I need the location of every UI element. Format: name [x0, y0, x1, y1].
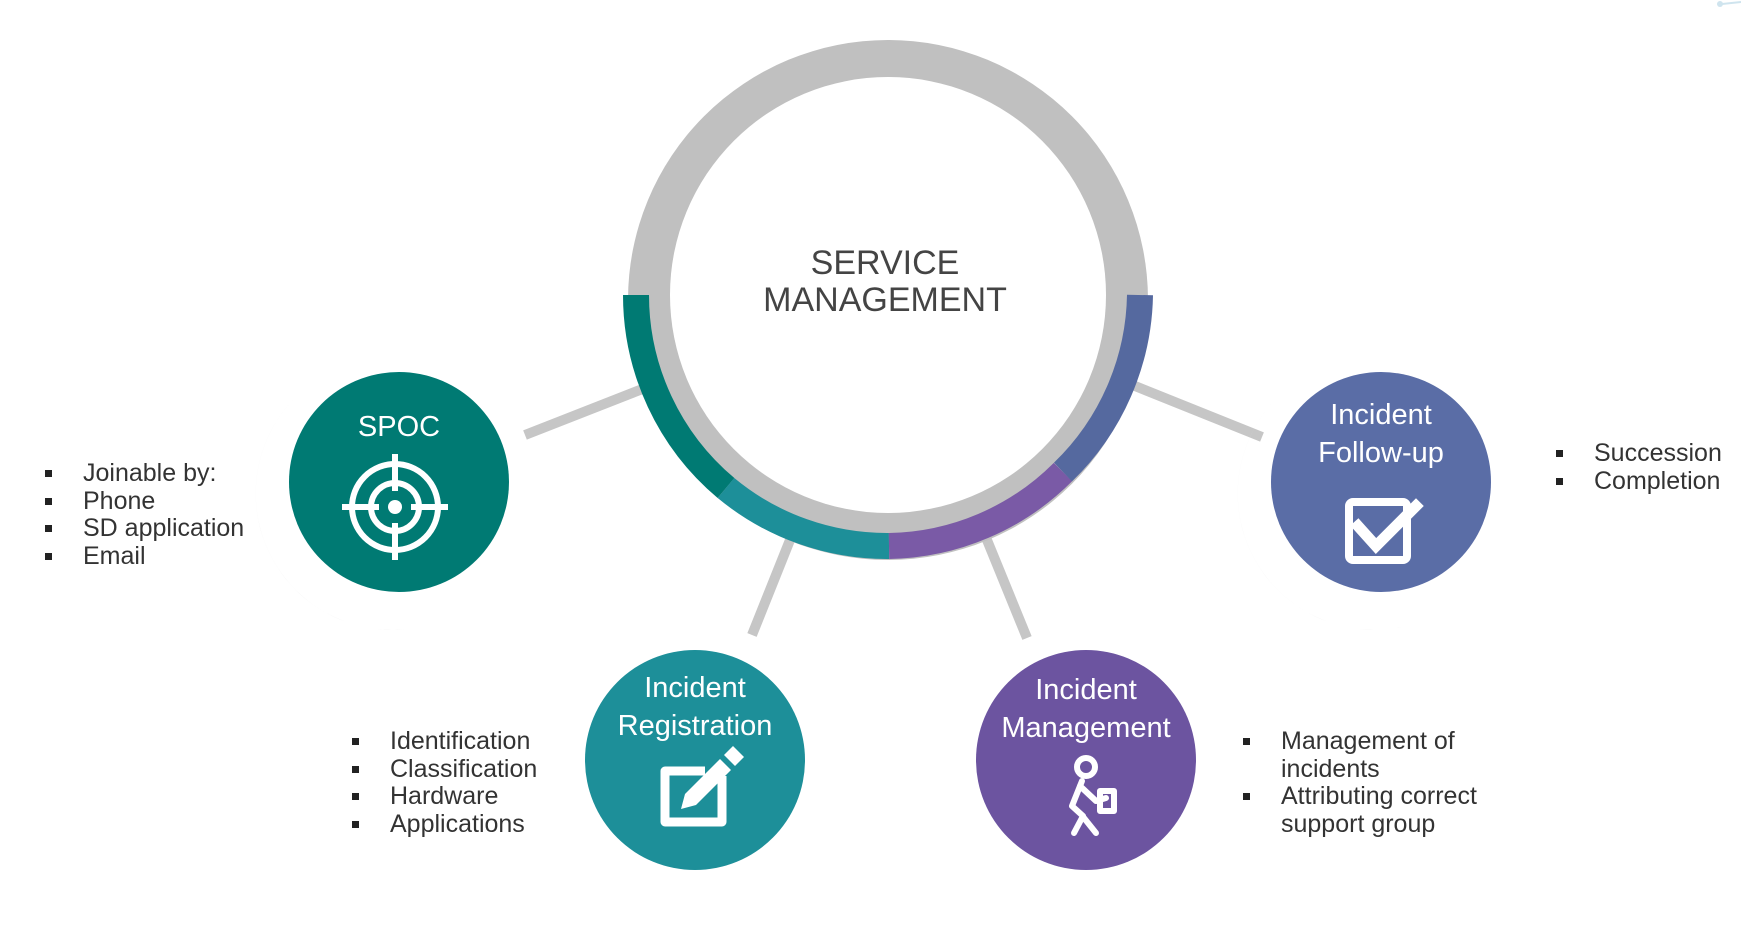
list-item: Completion [1556, 467, 1722, 496]
list-item: Classification [352, 755, 537, 784]
checkbox-icon [1345, 498, 1424, 564]
connectors [523, 379, 1264, 640]
center-title-line2: MANAGEMENT [763, 281, 1007, 319]
center-title: SERVICE MANAGEMENT [715, 245, 1055, 319]
management-title-line1: Incident [1035, 674, 1137, 706]
connector-spoc [523, 383, 647, 440]
management-bullets: Management of incidents Attributing corr… [1243, 727, 1496, 838]
edit-icon [660, 746, 744, 827]
node-registration-circle [585, 650, 805, 870]
ring-arc-teal-dark [623, 294, 735, 498]
node-followup-circle [1271, 372, 1491, 592]
followup-title-line1: Incident [1330, 399, 1432, 431]
target-icon [342, 454, 448, 560]
list-item: Attributing correct support group [1243, 782, 1496, 838]
spoc-title: SPOC [357, 411, 441, 443]
ring-inner-white [670, 77, 1106, 513]
list-item: Email [45, 542, 244, 571]
central-ring [623, 40, 1153, 560]
ring-arc-blue [1053, 294, 1153, 482]
registration-title: Incident Registration [595, 669, 795, 745]
management-title-line2: Management [1001, 712, 1171, 744]
ring-arc-purple [888, 462, 1073, 559]
list-item: Identification [352, 727, 537, 756]
person-carrying-icon [1069, 755, 1117, 836]
registration-title-line2: Registration [617, 710, 773, 742]
ring-arc-teal [717, 477, 890, 560]
connector-registration [747, 538, 795, 637]
list-item: Phone [45, 487, 244, 516]
node-followup [1237, 372, 1491, 630]
followup-title-line2: Follow-up [1318, 437, 1444, 469]
spoc-bullets: Joinable by: Phone SD application Email [45, 459, 244, 571]
registration-title-line1: Incident [644, 672, 746, 704]
followup-bullets: Succession Completion [1556, 439, 1722, 496]
registration-bullets: Identification Classification Hardware A… [352, 727, 537, 839]
list-item: SD application [45, 514, 244, 543]
connector-management [982, 538, 1032, 640]
connector-followup [1128, 379, 1264, 442]
list-item: Management of incidents [1243, 727, 1496, 783]
list-item: Joinable by: [45, 459, 244, 488]
list-item: Applications [352, 810, 537, 839]
list-item: Succession [1556, 439, 1722, 468]
center-title-line1: SERVICE [810, 244, 960, 282]
management-title: Incident Management [986, 671, 1186, 747]
node-registration [551, 650, 805, 909]
followup-title: Incident Follow-up [1281, 396, 1481, 472]
list-item: Hardware [352, 782, 537, 811]
corner-marker [1717, 1, 1741, 7]
